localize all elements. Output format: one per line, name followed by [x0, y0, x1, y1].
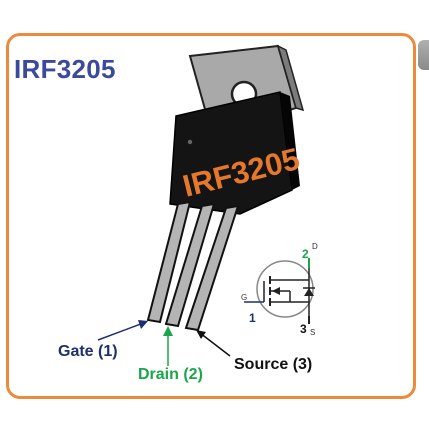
- symbol-source-number: 3: [300, 322, 307, 336]
- drain-lead: [164, 202, 216, 328]
- symbol-drain-number: 2: [302, 247, 309, 261]
- symbol-gate-number: 1: [249, 311, 256, 325]
- scroll-edge: [418, 40, 429, 70]
- source-arrow-head: [196, 330, 206, 339]
- symbol-circle: [256, 260, 314, 318]
- symbol-diode: [304, 288, 314, 296]
- source-arrow: [199, 332, 231, 357]
- gate-pin-label: Gate (1): [58, 343, 118, 360]
- gate-lead: [146, 200, 192, 324]
- pin1-dot: [187, 139, 193, 145]
- source-lead: [184, 204, 240, 332]
- drain-arrow-head: [163, 326, 173, 336]
- gate-arrow-head: [138, 320, 148, 329]
- transistor-body: [169, 91, 293, 215]
- mosfet-symbol: 2 D G 1 3 S: [241, 242, 318, 337]
- pin-arrows: [97, 320, 231, 366]
- symbol-gate-letter: G: [241, 293, 247, 302]
- symbol-source-letter: S: [310, 328, 315, 337]
- page-title: IRF3205: [14, 54, 116, 84]
- drain-pin-label: Drain (2): [138, 366, 203, 383]
- heatsink-tab-edge: [276, 44, 305, 112]
- transistor-body-side: [280, 92, 300, 190]
- symbol-drain-letter: D: [312, 242, 318, 251]
- source-pin-label: Source (3): [234, 356, 313, 373]
- gate-arrow: [97, 321, 147, 341]
- leads: [146, 200, 240, 332]
- symbol-arrow: [272, 287, 280, 295]
